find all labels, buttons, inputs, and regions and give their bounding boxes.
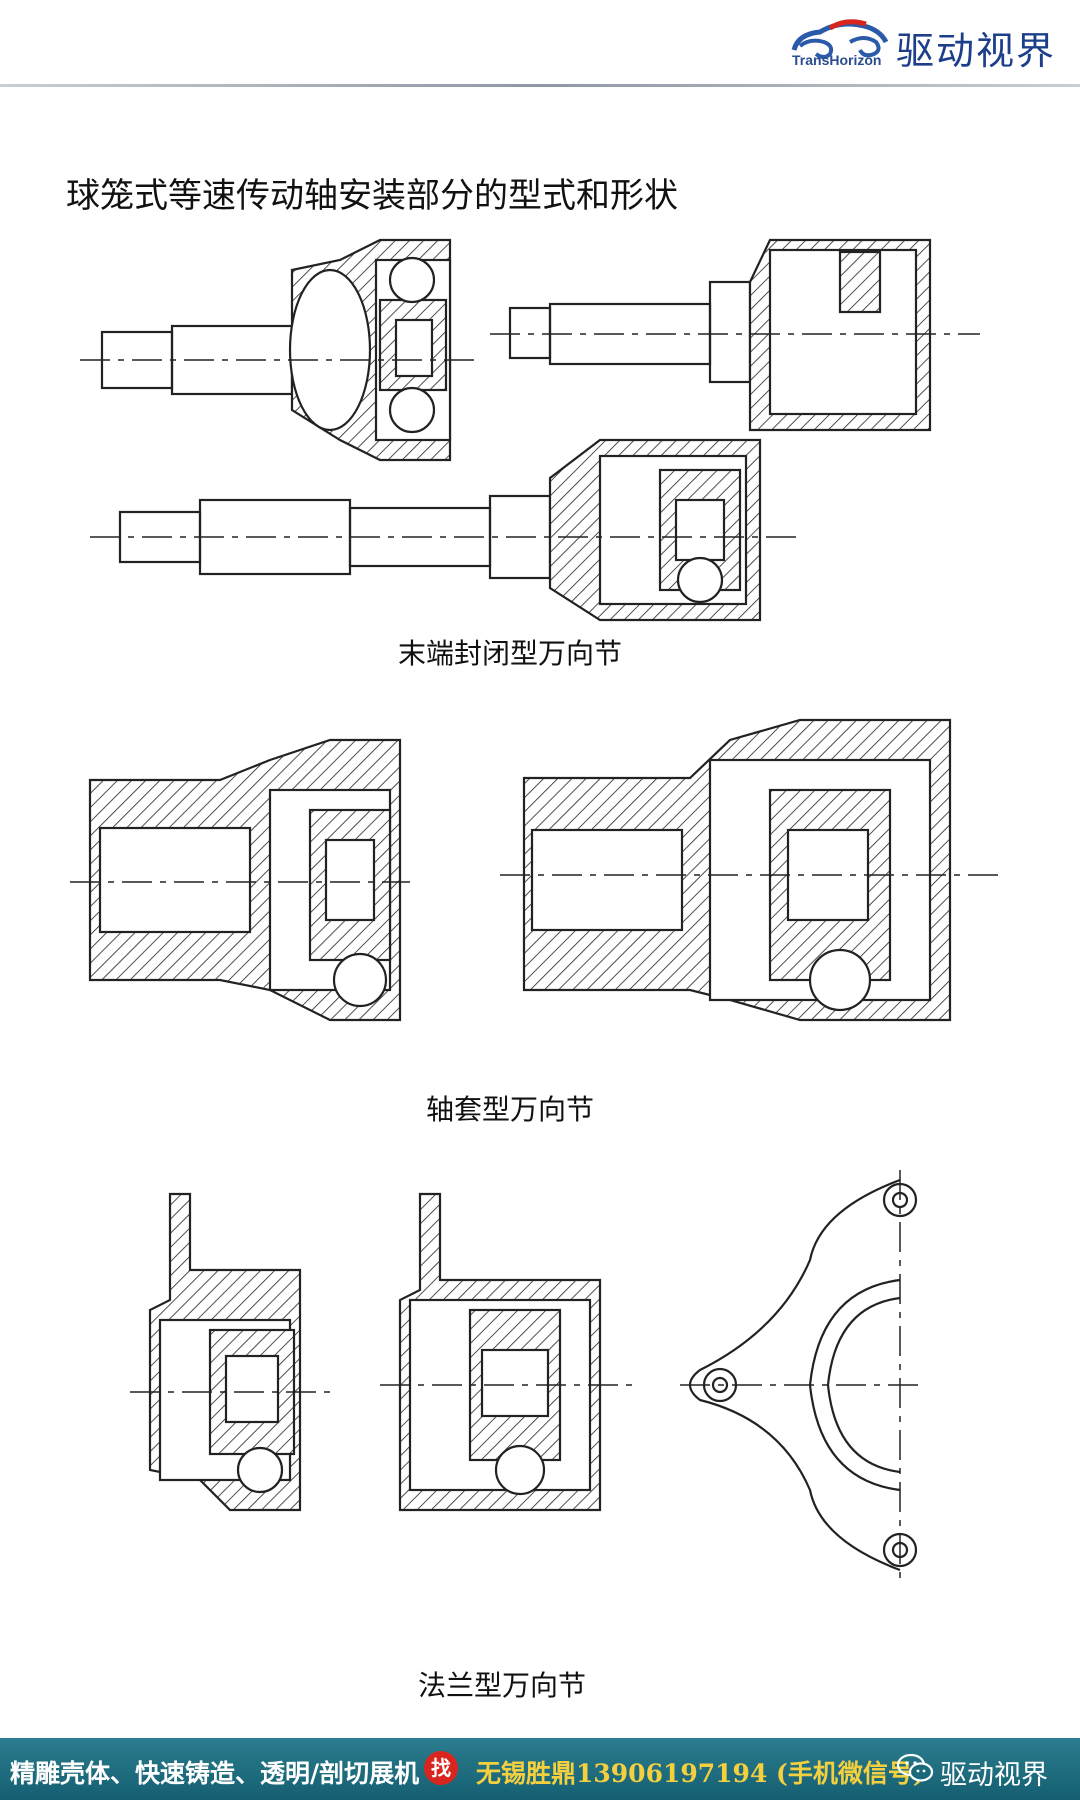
page-title: 球笼式等速传动轴安装部分的型式和形状 — [66, 176, 678, 216]
caption-flange: 法兰型万向节 — [418, 1669, 587, 1702]
wechat-icon — [896, 1753, 934, 1782]
page-header: TransHorizon 驱动视界 — [0, 0, 1080, 87]
find-badge: 找 — [424, 1751, 458, 1785]
closed-end-joint-drawing — [80, 238, 980, 622]
footer-banner: 精雕壳体、快速铸造、透明/剖切展机 找 无锡胜鼎13906197194 (手机微… — [0, 1738, 1080, 1800]
header-divider — [0, 84, 1080, 87]
logo-english-text: TransHorizon — [792, 52, 882, 68]
flange-joint-drawing — [130, 1170, 920, 1580]
caption-closed-end: 末端封闭型万向节 — [398, 637, 623, 670]
footer-contact-text: 无锡胜鼎13906197194 (手机微信号) — [476, 1759, 925, 1788]
footer-brand-text: 驱动视界 — [940, 1760, 1048, 1791]
footer-services-text: 精雕壳体、快速铸造、透明/剖切展机 — [10, 1759, 420, 1788]
logo-chinese-text: 驱动视界 — [896, 29, 1057, 73]
car-swirl-logo-icon — [791, 19, 889, 59]
sleeve-joint-drawing — [70, 718, 1000, 1022]
caption-sleeve: 轴套型万向节 — [426, 1093, 595, 1126]
